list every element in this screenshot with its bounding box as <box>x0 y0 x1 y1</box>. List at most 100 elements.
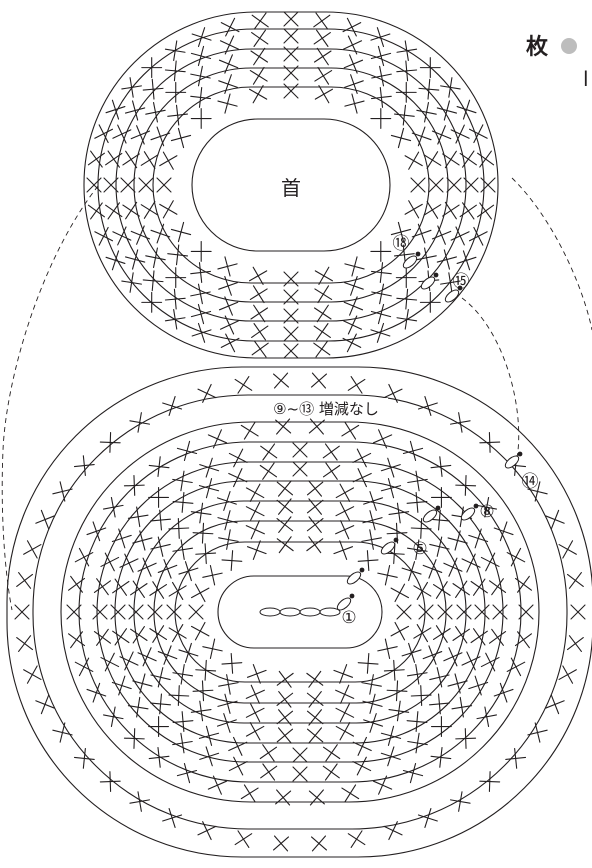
body-stitch-row-0 <box>451 413 471 433</box>
neck-stitch-row-0 <box>252 341 268 357</box>
body-stitch-row-2 <box>261 444 277 460</box>
neck-center-label: 首 <box>281 176 301 200</box>
start-chain <box>421 508 438 524</box>
body-stitch-row-4 <box>169 519 189 539</box>
neck-stitch-row-3 <box>429 178 443 192</box>
neck-stitch-row-0 <box>343 334 361 352</box>
body-stitch-row-2 <box>381 458 400 477</box>
body-stitch-row-2 <box>229 449 247 467</box>
body-stitch-row-2 <box>353 449 371 467</box>
body-stitch-row-7 <box>277 537 293 553</box>
body-stitch-row-6 <box>419 605 433 619</box>
body-stitch-row-4 <box>308 728 323 743</box>
body-stitch-row-0 <box>312 373 327 388</box>
body-stitch-row-6 <box>167 605 181 619</box>
neck-stitch-row-3 <box>151 127 170 146</box>
neck-stitch-row-2 <box>315 305 331 321</box>
body-stitch-row-2 <box>323 444 339 460</box>
neck-stitch-row-4 <box>411 178 425 192</box>
body-stitch-row-7 <box>358 551 378 571</box>
neck-stitch-row-2 <box>251 48 267 64</box>
body-stitch-row-7 <box>203 639 222 658</box>
neck-stitch-row-3 <box>424 152 441 169</box>
neck-stitch-row-3 <box>151 224 170 243</box>
body-stitch-row-0 <box>75 456 95 476</box>
body-stitch-row-7 <box>222 654 242 674</box>
body-stitch-row-1 <box>431 748 451 768</box>
neck-stitch-row-2 <box>166 268 186 288</box>
neck-stitch-row-0 <box>252 13 268 29</box>
neck-stitch-row-1 <box>284 327 298 341</box>
body-stitch-row-7 <box>334 665 353 684</box>
body-stitch-row-6 <box>277 517 293 533</box>
body-stitch-row-7 <box>248 665 267 684</box>
body-stitch-row-7 <box>203 566 222 585</box>
body-stitch-row-6 <box>246 521 264 539</box>
neck-stitch-row-0 <box>221 18 239 36</box>
body-stitch-row-1 <box>342 422 359 439</box>
neck-stitch-row-3 <box>219 75 238 94</box>
body-stitch-row-2 <box>149 717 169 737</box>
body-stitch-row-6 <box>336 521 354 539</box>
neck-stitch-row-4 <box>171 128 190 147</box>
body-stitch-row-0 <box>546 695 564 713</box>
body-stitch-row-7 <box>378 639 397 658</box>
neck-stitch-row-0 <box>457 100 476 119</box>
foundation-chain <box>260 608 280 616</box>
body-stitch-row-0 <box>568 573 584 589</box>
start-chain <box>419 275 436 291</box>
neck-stitch-row-4 <box>191 242 211 262</box>
neck-stitch-row-3 <box>315 67 332 84</box>
body-stitch-row-5 <box>363 694 382 713</box>
body-stitch-row-3 <box>353 737 371 755</box>
neck-stitch-row-3 <box>139 178 153 192</box>
body-stitch-row-6 <box>362 530 381 549</box>
body-stitch-row-0 <box>274 373 289 388</box>
body-stitch-row-5 <box>173 665 193 685</box>
body-stitch-row-4 <box>457 605 471 619</box>
neck-stitch-row-2 <box>166 82 186 102</box>
neck-stitch-row-1 <box>284 29 298 43</box>
neck-stitch-row-4 <box>218 257 237 276</box>
body-stitch-row-0 <box>568 636 584 652</box>
body-stitch-row-6 <box>196 660 216 680</box>
body-stitch-row-0 <box>480 772 500 792</box>
body-stitch-row-5 <box>438 605 452 619</box>
body-stitch-row-5 <box>148 605 162 619</box>
stitch-layer <box>15 12 585 851</box>
neck-stitch-row-0 <box>470 227 488 245</box>
neck-stitch-row-0 <box>470 125 488 143</box>
body-stitch-row-0 <box>480 433 500 453</box>
guide-line-inner <box>462 298 519 458</box>
body-stitch-row-7 <box>307 671 323 687</box>
body-stitch-row-0 <box>130 413 150 433</box>
neck-stitch-row-3 <box>395 105 415 125</box>
neck-stitch-row-3 <box>315 286 332 303</box>
body-stitch-row-6 <box>246 685 264 703</box>
body-stitch-row-6 <box>196 544 216 564</box>
neck-stitch-row-4 <box>284 84 298 98</box>
neck-stitch-row-2 <box>417 248 436 267</box>
neck-stitch-row-4 <box>345 94 364 113</box>
neck-stitch-row-4 <box>345 257 364 276</box>
body-stitch-row-0 <box>274 836 289 851</box>
neck-stitch-row-2 <box>417 103 436 122</box>
neck-stitch-row-0 <box>142 292 162 312</box>
start-dot <box>518 452 523 457</box>
neck-stitch-row-0 <box>420 58 440 78</box>
body-stitch-row-2 <box>149 488 169 508</box>
body-stitch-row-4 <box>308 481 323 496</box>
neck-stitch-row-0 <box>165 310 185 330</box>
neck-stitch-row-0 <box>481 178 495 192</box>
neck-stitch-row-4 <box>315 267 332 284</box>
neck-stitch-row-4 <box>405 152 422 169</box>
body-stitch-row-2 <box>490 629 506 645</box>
body-stitch-row-3 <box>229 737 247 755</box>
body-stitch-row-7 <box>391 622 408 639</box>
body-stitch-row-1 <box>309 790 324 805</box>
body-stitch-row-1 <box>431 457 451 477</box>
neck-stitch-row-4 <box>371 242 391 262</box>
body-stitch-row-4 <box>131 627 147 643</box>
body-stitch-row-6 <box>414 625 431 642</box>
body-stitch-row-3 <box>293 462 307 476</box>
